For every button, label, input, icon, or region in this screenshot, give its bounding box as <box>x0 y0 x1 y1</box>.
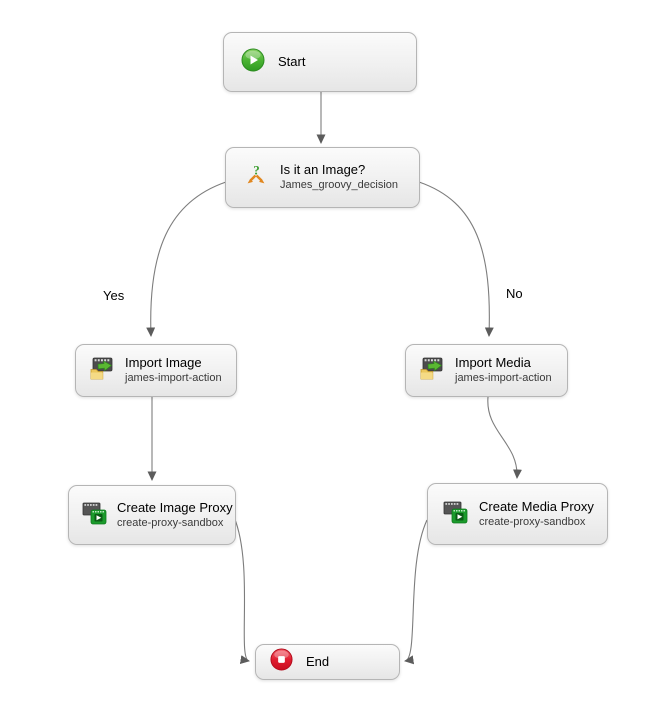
node-title: End <box>306 653 330 669</box>
edge-decision-to-import-media[interactable] <box>418 181 494 337</box>
node-import-image[interactable]: Import Image james-import-action <box>75 344 237 397</box>
svg-text:?: ? <box>253 163 260 178</box>
node-subtitle: james-import-action <box>125 372 222 385</box>
edge-label-no: No <box>506 286 523 301</box>
node-title: Import Image <box>125 355 202 371</box>
edge-import-media-to-create-media-proxy[interactable] <box>487 396 522 479</box>
node-subtitle: create-proxy-sandbox <box>479 515 586 528</box>
import-icon <box>419 355 445 386</box>
node-end[interactable]: End <box>255 644 400 680</box>
node-start[interactable]: Start <box>223 32 417 92</box>
edge-label-yes: Yes <box>103 288 125 303</box>
proxy-icon <box>442 498 469 530</box>
node-subtitle: james-import-action <box>455 372 552 385</box>
start-icon <box>241 48 265 77</box>
node-create-image-proxy[interactable]: Create Image Proxy create-proxy-sandbox <box>68 485 236 545</box>
node-title: Start <box>278 53 306 69</box>
node-create-media-proxy[interactable]: Create Media Proxy create-proxy-sandbox <box>427 483 608 545</box>
node-title: Create Image Proxy <box>117 499 233 515</box>
node-import-media[interactable]: Import Media james-import-action <box>405 344 568 397</box>
node-subtitle: create-proxy-sandbox <box>117 516 224 529</box>
node-title: Create Media Proxy <box>479 498 594 514</box>
proxy-icon <box>81 499 108 531</box>
import-icon <box>89 355 115 386</box>
node-subtitle: James_groovy_decision <box>280 179 399 192</box>
end-icon <box>270 648 293 676</box>
node-decision[interactable]: ? Is it an Image? James_groovy_decision <box>225 147 420 208</box>
edge-create-image-proxy-to-end[interactable] <box>233 516 250 664</box>
node-title: Import Media <box>455 355 531 371</box>
edge-create-media-proxy-to-end[interactable] <box>404 519 428 665</box>
edge-decision-to-import-image[interactable] <box>146 181 227 337</box>
decision-icon: ? <box>243 163 267 192</box>
node-title: Is it an Image? <box>280 162 366 178</box>
